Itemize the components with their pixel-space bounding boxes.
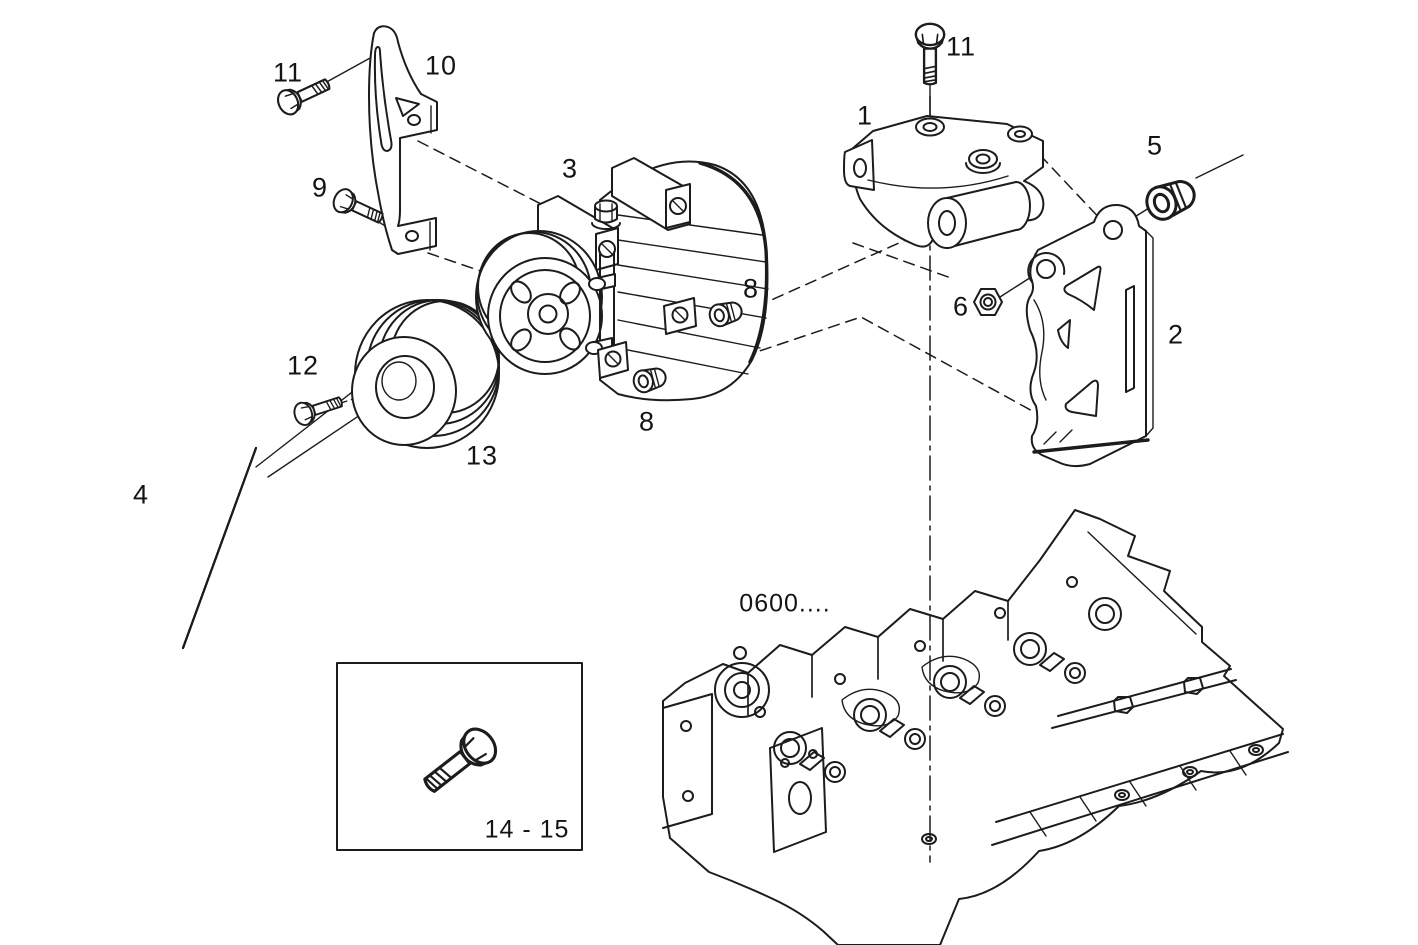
engine-cylinder-head <box>662 509 1289 945</box>
part-callout-8-upper: 8 <box>742 273 760 304</box>
part-callout-3: 3 <box>561 153 579 184</box>
part-callout-10: 10 <box>424 50 458 81</box>
bolt-11-right <box>914 22 946 86</box>
support-bracket-10 <box>368 25 438 255</box>
part-callout-5: 5 <box>1146 130 1164 161</box>
mounting-bracket-2 <box>1025 203 1154 468</box>
part-callout-6: 6 <box>952 291 970 322</box>
part-callout-13: 13 <box>465 440 499 471</box>
part-callout-4: 4 <box>132 479 150 510</box>
inset-bolt <box>415 721 504 803</box>
part-callout-1: 1 <box>856 100 874 131</box>
inset-range-label: 14 - 15 <box>484 815 570 844</box>
inset-box <box>336 662 583 851</box>
ac-compressor <box>475 157 769 402</box>
bolt-12 <box>290 389 346 429</box>
part-callout-9: 9 <box>311 172 329 203</box>
reference-code-label: 0600.... <box>739 589 831 618</box>
part-callout-2: 2 <box>1167 319 1185 350</box>
nut-6 <box>973 288 1003 316</box>
part-callout-12: 12 <box>286 350 320 381</box>
compressor-pulley <box>351 299 500 449</box>
part-callout-11-left: 11 <box>272 57 304 88</box>
part-callout-11-right: 11 <box>945 31 977 62</box>
drive-belt <box>182 447 257 649</box>
bushing-5 <box>1140 173 1201 226</box>
mounting-bracket-1 <box>843 115 1045 249</box>
part-callout-8-lower: 8 <box>638 406 656 437</box>
